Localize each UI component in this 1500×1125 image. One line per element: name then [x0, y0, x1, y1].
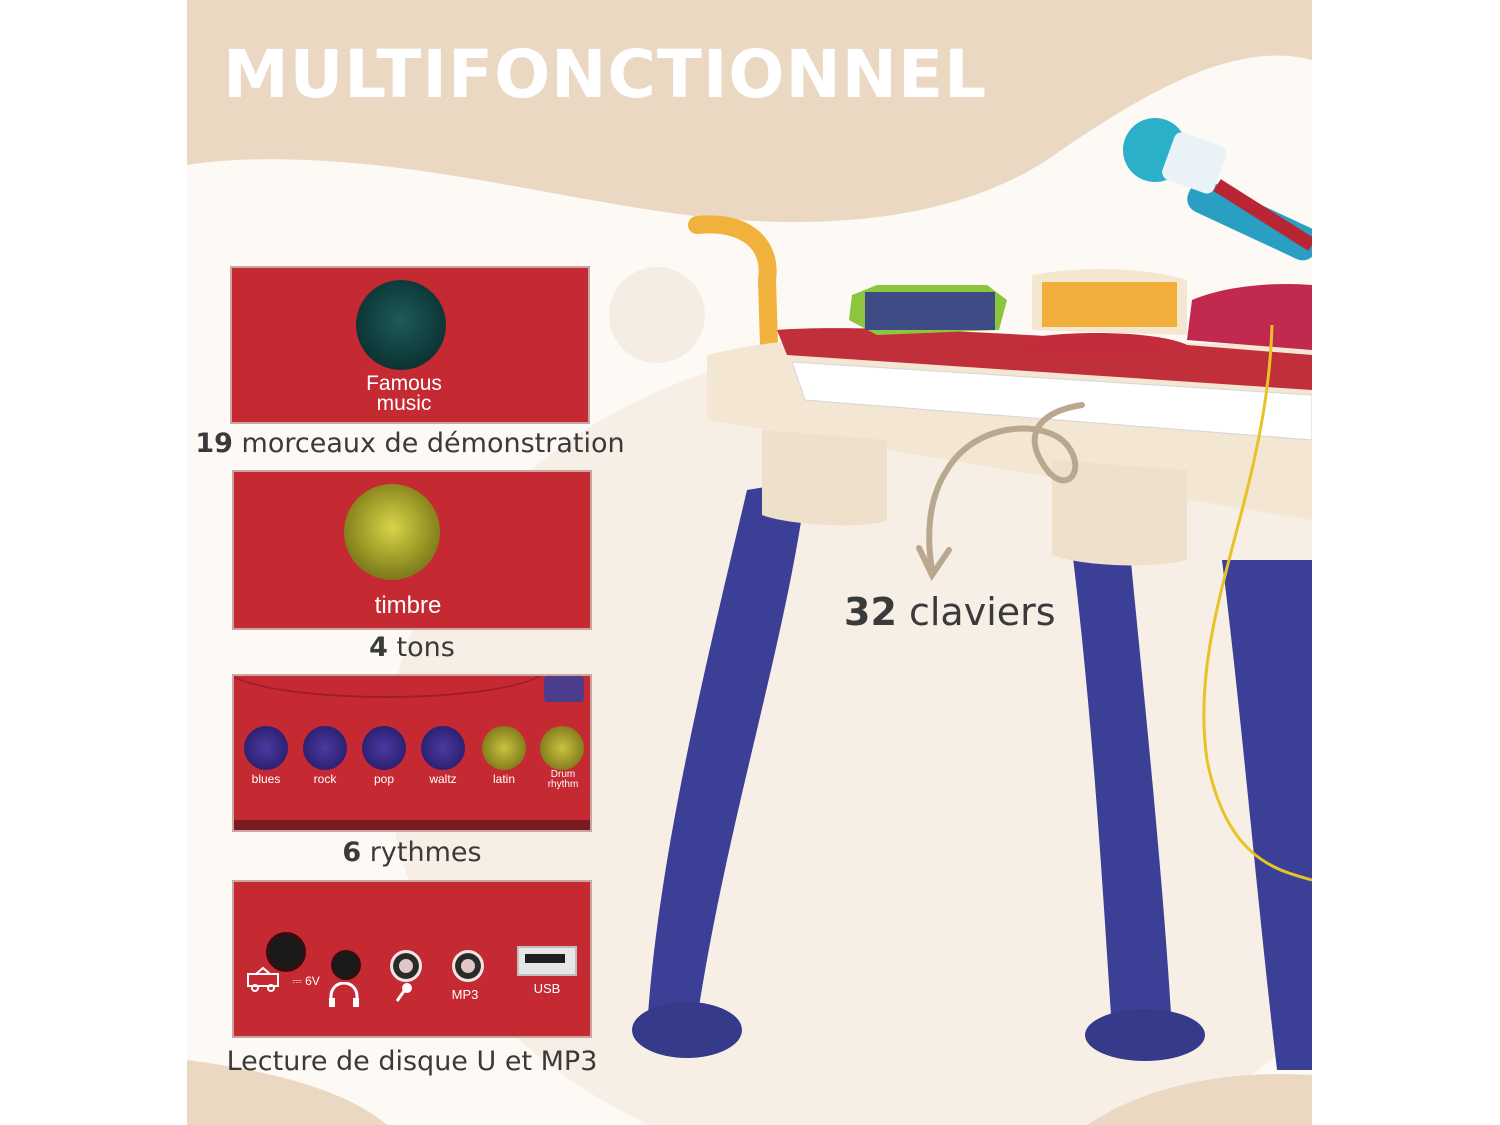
usb-port-icon: [517, 946, 577, 976]
timbre-panel: timbre: [232, 470, 592, 630]
timbre-label: timbre: [374, 592, 442, 619]
mp3-label: MP3: [451, 987, 479, 1002]
table-legs: [632, 480, 1312, 1070]
pop-button-icon: [362, 726, 406, 770]
ports-panel: ⎓ 6V MP3 USB: [232, 880, 592, 1038]
keys-arrow: [916, 402, 1085, 581]
microphone: [1123, 118, 1312, 261]
rhythm-label-drum: Drum rhythm: [547, 769, 579, 790]
famous-music-panel: Famous music: [230, 266, 590, 424]
decor-circle: [609, 267, 705, 363]
rock-button-icon: [303, 726, 347, 770]
power-label: ⎓ 6V: [292, 974, 320, 988]
bottom-beige-corner: [1087, 1074, 1312, 1125]
yellow-handle: [688, 215, 778, 354]
tones-caption: 4 tons: [369, 632, 455, 663]
headphones-icon: [329, 982, 359, 1007]
rhythm-label-blues: blues: [251, 772, 281, 786]
top-beige-band: [187, 0, 1312, 223]
rhythm-label-latin: latin: [492, 772, 515, 786]
blues-button-icon: [244, 726, 288, 770]
headline: MULTIFONCTIONNEL: [223, 36, 988, 113]
speaker-grille-icon: [544, 676, 584, 702]
rhythms-caption: 6 rythmes: [342, 837, 482, 868]
panel-keys-strip: [234, 820, 590, 830]
mic-jack-icon: [390, 950, 422, 982]
mp3-jack-icon: [452, 950, 484, 982]
product-feature-image: MULTIFONCTIONNEL Famous music 19 morceau…: [187, 0, 1312, 1125]
keyboard-top-cards: [849, 268, 1312, 358]
demo-button-icon: [356, 280, 446, 370]
bottom-left-corner: [187, 1060, 387, 1125]
drum-rhythm-button-icon: [540, 726, 584, 770]
background-illustration: [187, 0, 1312, 1125]
keys-callout: 32 claviers: [844, 590, 1056, 634]
rhythms-panel: blues rock pop waltz latin Drum rhythm: [232, 674, 592, 832]
mic-cord: [1202, 324, 1312, 882]
rhythm-label-pop: pop: [373, 772, 395, 786]
piano-keys: [791, 361, 1312, 441]
rhythm-label-rock: rock: [313, 772, 337, 786]
rhythm-label-waltz: waltz: [429, 772, 457, 786]
power-adapter-icon: [247, 966, 279, 992]
usb-mp3-caption: Lecture de disque U et MP3: [226, 1046, 598, 1077]
timbre-button-icon: [344, 484, 440, 580]
usb-label: USB: [533, 981, 561, 996]
waltz-button-icon: [421, 726, 465, 770]
dc-symbol: ⎓: [292, 974, 306, 988]
demo-songs-caption: 19 morceaux de démonstration: [195, 428, 625, 459]
headphone-jack-icon: [331, 950, 361, 980]
microphone-icon: [395, 983, 412, 1002]
famous-music-label: Famous music: [366, 372, 442, 415]
power-jack-icon: [266, 932, 306, 972]
panel-arc: [234, 676, 548, 698]
latin-button-icon: [482, 726, 526, 770]
